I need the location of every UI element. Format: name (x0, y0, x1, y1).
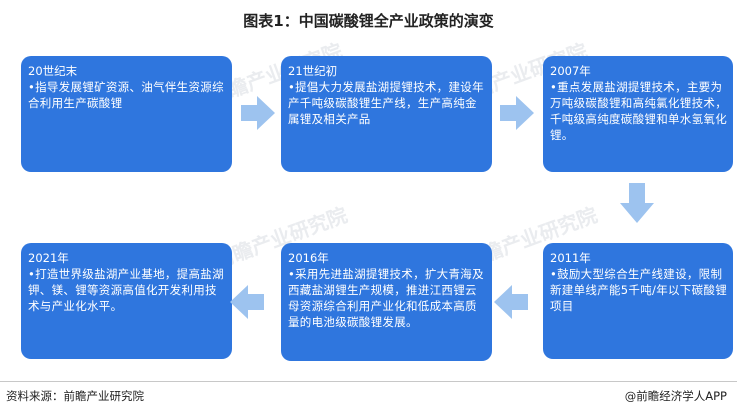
arrow-right-icon (241, 96, 275, 130)
timeline-year: 2021年 (28, 251, 69, 265)
arrow-left-icon (494, 285, 528, 319)
timeline-text: •指导发展锂矿资源、油气伴生资源综合利用生产碳酸锂 (28, 80, 224, 110)
timeline-card-3: 2007年 •重点发展盐湖提锂技术，主要为万吨级碳酸锂和高纯氯化锂技术，千吨级高… (543, 56, 733, 172)
timeline-card-4: 2011年 •鼓励大型综合生产线建设，限制新建单线产能5千吨/年以下碳酸锂项目 (543, 243, 733, 359)
arrow-down-icon (620, 183, 654, 223)
timeline-year: 2016年 (288, 251, 329, 265)
timeline-year: 2011年 (550, 251, 591, 265)
timeline-year: 21世纪初 (288, 64, 338, 78)
timeline-card-5: 2016年 •采用先进盐湖提锂技术，扩大青海及西藏盐湖锂生产规模，推进江西锂云母… (281, 243, 492, 361)
arrow-right-icon (500, 96, 534, 130)
source-note: 资料来源：前瞻产业研究院 (6, 389, 144, 403)
timeline-text: •鼓励大型综合生产线建设，限制新建单线产能5千吨/年以下碳酸锂项目 (550, 267, 727, 313)
timeline-card-6: 2021年 •打造世界级盐湖产业基地，提高盐湖钾、镁、锂等资源高值化开发利用技术… (21, 243, 232, 359)
timeline-text: •打造世界级盐湖产业基地，提高盐湖钾、镁、锂等资源高值化开发利用技术与产业化水平… (28, 267, 224, 313)
timeline-year: 20世纪末 (28, 64, 78, 78)
timeline-year: 2007年 (550, 64, 591, 78)
timeline-text: •重点发展盐湖提锂技术，主要为万吨级碳酸锂和高纯氯化锂技术，千吨级高纯度碳酸锂和… (550, 80, 727, 142)
timeline-card-2: 21世纪初 •提倡大力发展盐湖提锂技术，建设年产千吨级碳酸锂生产线，生产高纯金属… (281, 56, 492, 172)
timeline-card-1: 20世纪末 •指导发展锂矿资源、油气伴生资源综合利用生产碳酸锂 (21, 56, 232, 172)
footer-divider (0, 381, 737, 382)
figure-title: 图表1：中国碳酸锂全产业政策的演变 (243, 12, 494, 30)
timeline-text: •采用先进盐湖提锂技术，扩大青海及西藏盐湖锂生产规模，推进江西锂云母资源综合利用… (288, 267, 484, 329)
arrow-left-icon (230, 285, 264, 319)
timeline-text: •提倡大力发展盐湖提锂技术，建设年产千吨级碳酸锂生产线，生产高纯金属锂及相关产品 (288, 80, 484, 126)
brand-credit: @前瞻经济学人APP (624, 389, 727, 403)
